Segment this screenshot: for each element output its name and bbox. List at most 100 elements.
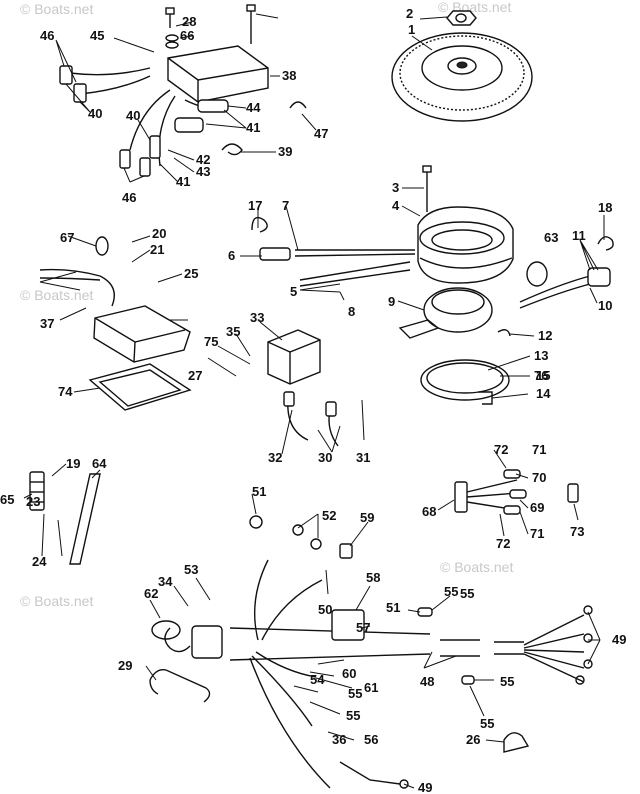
part-clamp-46 <box>289 101 307 109</box>
callout-9: 9 <box>388 294 395 309</box>
part-stator-screw <box>422 165 432 212</box>
watermark-text: © Boats.net <box>20 593 93 609</box>
callout-18: 18 <box>598 200 612 215</box>
callout-57: 57 <box>356 620 370 635</box>
callout-62: 62 <box>144 586 158 601</box>
callout-68: 68 <box>422 504 436 519</box>
callout-13: 13 <box>534 348 548 363</box>
watermarks: © Boats.net © Boats.net © Boats.net © Boats… <box>20 0 513 609</box>
callout-55: 55 <box>500 674 514 689</box>
callout-44: 44 <box>246 100 261 115</box>
callout-28: 28 <box>182 14 196 29</box>
callout-42: 42 <box>196 152 210 167</box>
callout-73: 73 <box>570 524 584 539</box>
callout-7: 7 <box>282 198 289 213</box>
callout-74: 74 <box>58 384 73 399</box>
callout-65: 65 <box>0 492 14 507</box>
callout-31: 31 <box>356 450 370 465</box>
callout-41: 41 <box>176 174 190 189</box>
callout-23: 23 <box>26 494 40 509</box>
callout-1: 1 <box>408 22 415 37</box>
callout-12: 12 <box>538 328 552 343</box>
callout-64: 64 <box>92 456 107 471</box>
callout-46: 46 <box>40 28 54 43</box>
callout-38: 38 <box>282 68 296 83</box>
part-spark-plug-leads <box>283 391 339 447</box>
callout-52: 52 <box>322 508 336 523</box>
callout-35: 35 <box>226 324 240 339</box>
callout-20: 20 <box>152 226 166 241</box>
callout-39: 39 <box>278 144 292 159</box>
watermark-text: © Boats.net <box>440 559 513 575</box>
part-rectifier <box>454 469 527 515</box>
callout-8: 8 <box>348 304 355 319</box>
part-stator <box>417 206 514 284</box>
callout-29: 29 <box>118 658 132 673</box>
part-spring-17 <box>251 216 268 233</box>
part-spring-18 <box>597 236 614 251</box>
part-flywheel-nut <box>446 10 477 26</box>
part-timer-base <box>398 287 493 339</box>
callout-56: 56 <box>364 732 378 747</box>
callout-6: 6 <box>228 248 235 263</box>
callout-58: 58 <box>366 570 380 585</box>
part-terminal-block <box>29 471 45 511</box>
callout-15: 15 <box>536 368 550 383</box>
callout-33: 33 <box>250 310 264 325</box>
callout-70: 70 <box>532 470 546 485</box>
callout-5: 5 <box>290 284 297 299</box>
callout-47: 47 <box>314 126 328 141</box>
callout-11: 11 <box>572 228 586 243</box>
callout-61: 61 <box>364 680 378 695</box>
callout-40: 40 <box>88 106 102 121</box>
callout-49: 49 <box>612 632 626 647</box>
callout-69: 69 <box>530 500 544 515</box>
callout-55: 55 <box>348 686 362 701</box>
callout-14: 14 <box>536 386 551 401</box>
callout-21: 21 <box>150 242 164 257</box>
part-lead-48-bottom <box>339 761 409 789</box>
callout-66: 66 <box>180 28 194 43</box>
part-flywheel <box>391 32 533 122</box>
part-clamp-25 <box>503 732 530 753</box>
callout-25: 25 <box>184 266 198 281</box>
part-stator-leads <box>259 247 416 287</box>
callout-2: 2 <box>406 6 413 21</box>
callout-55: 55 <box>346 708 360 723</box>
callout-24: 24 <box>32 554 47 569</box>
callout-19: 19 <box>66 456 80 471</box>
part-main-harness <box>151 515 593 789</box>
part-power-pack <box>167 45 269 103</box>
callout-55: 55 <box>444 584 458 599</box>
callout-75: 75 <box>204 334 218 349</box>
callout-10: 10 <box>598 298 612 313</box>
callout-53: 53 <box>184 562 198 577</box>
callout-51: 51 <box>386 600 400 615</box>
callout-76: 76 <box>534 368 548 383</box>
callout-30: 30 <box>318 450 332 465</box>
part-power-pack-screws <box>165 4 256 49</box>
watermark-text: © Boats.net <box>438 0 511 15</box>
callout-26: 26 <box>466 732 480 747</box>
callout-36: 36 <box>332 732 346 747</box>
callout-17: 17 <box>248 198 262 213</box>
callout-55: 55 <box>480 716 494 731</box>
part-connector-71 <box>567 483 579 503</box>
part-timer-leads <box>519 261 611 309</box>
part-cover-62 <box>69 473 101 565</box>
callout-60: 60 <box>342 666 356 681</box>
callout-41: 41 <box>246 120 260 135</box>
callout-67: 67 <box>60 230 74 245</box>
callout-4: 4 <box>392 198 400 213</box>
part-sensor-module <box>93 305 191 363</box>
callout-27: 27 <box>188 368 202 383</box>
part-clip-28 <box>149 669 211 703</box>
part-clamp-12 <box>497 329 511 337</box>
callout-34: 34 <box>158 574 173 589</box>
leader-lines <box>23 13 605 789</box>
part-ignition-coil <box>267 329 321 385</box>
callout-50: 50 <box>318 602 332 617</box>
callout-40: 40 <box>126 108 140 123</box>
watermark-text: © Boats.net <box>20 1 93 17</box>
